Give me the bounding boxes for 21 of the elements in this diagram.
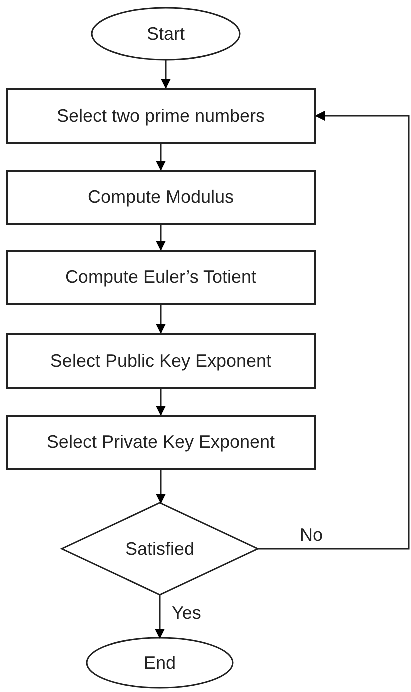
arrow: [156, 389, 166, 416]
process-box: [6, 170, 316, 225]
node-label: Select Private Key Exponent: [46, 431, 276, 454]
node-label: Select Public Key Exponent: [50, 350, 272, 372]
node-label: Select two prime numbers: [56, 104, 266, 128]
node-label: Satisfied: [125, 538, 195, 560]
arrow: [156, 225, 166, 251]
node-label: Compute Modulus: [88, 186, 234, 209]
arrow: [155, 595, 165, 639]
arrow: [156, 144, 166, 171]
process-box: [6, 88, 316, 144]
arrow: [258, 111, 410, 550]
process-box: [6, 250, 316, 305]
process-box: [6, 333, 316, 389]
arrow: [156, 470, 166, 504]
process-box: [6, 415, 316, 470]
arrow: [156, 305, 166, 334]
node-label: End: [144, 652, 176, 674]
node-label: Start: [146, 22, 185, 46]
arrow: [161, 60, 171, 89]
node-label: Compute Euler’s Totient: [65, 266, 257, 289]
